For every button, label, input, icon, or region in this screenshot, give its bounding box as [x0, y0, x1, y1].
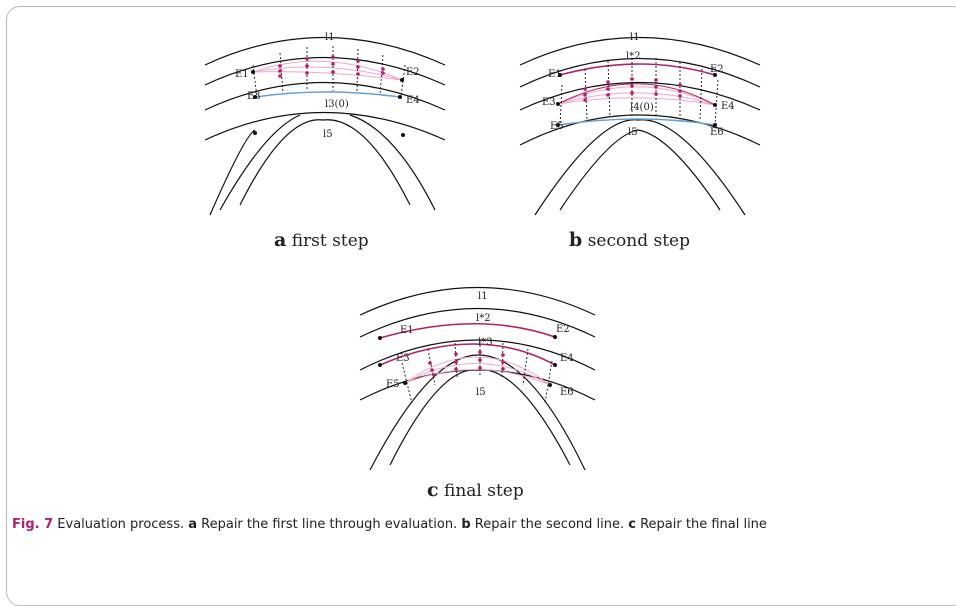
label-l3: l3(0) — [325, 99, 349, 110]
panel-a-caption: a first step — [274, 229, 369, 251]
line-outer-arch — [369, 354, 586, 471]
figure-number: Fig. 7 — [12, 517, 54, 532]
line-l2 — [204, 56, 446, 86]
line-l3 — [519, 81, 761, 111]
candidate-line — [252, 71, 403, 81]
label-e1: E1 — [235, 69, 249, 80]
label-e3: E3 — [542, 97, 556, 108]
repaired-line-l3-0 — [254, 91, 401, 98]
panel-b-title: second step — [587, 231, 690, 251]
line-l5 — [239, 119, 411, 206]
line-l1 — [359, 286, 596, 316]
candidate-line — [557, 97, 716, 106]
panel-a-title: first step — [291, 231, 369, 251]
label-e4: E4 — [406, 95, 420, 106]
label-l2: l*2 — [626, 51, 641, 62]
line-l2-repaired — [559, 63, 716, 76]
label-e5: E5 — [550, 121, 564, 132]
caption-key-b: b — [461, 517, 471, 532]
endpoints — [251, 70, 405, 137]
repaired-line-l4-0 — [557, 118, 716, 126]
label-e4: E4 — [721, 101, 735, 112]
panel-c-diagram: l1 l*2 l*3 l5 E1 E2 E3 E4 E5 E6 — [340, 275, 610, 471]
line-l2-repaired — [379, 322, 556, 339]
line-l5-outer-left — [209, 129, 256, 216]
candidate-line — [557, 92, 716, 106]
label-l4: l4(0) — [630, 102, 654, 113]
line-l2-outer — [519, 57, 761, 88]
label-e6: E6 — [560, 387, 574, 398]
line-l1 — [204, 36, 446, 66]
label-e1: E1 — [400, 325, 414, 336]
caption-text-3: Repair the second line. — [470, 517, 629, 532]
line-l4 — [204, 111, 446, 141]
label-e5: E5 — [386, 379, 400, 390]
line-l3 — [204, 81, 446, 111]
panel-c-letter: c — [427, 479, 439, 501]
label-e6: E6 — [710, 127, 724, 138]
candidate-line — [404, 356, 551, 386]
label-l5: l5 — [323, 129, 333, 140]
figure-caption: Fig. 7 Evaluation process. a Repair the … — [12, 516, 942, 534]
endpoints — [378, 335, 557, 387]
candidate-line — [252, 66, 403, 81]
candidate-line — [404, 369, 551, 386]
label-l5: l5 — [628, 127, 638, 138]
panel-b-diagram: l1 l*2 l4(0) l5 E1 E2 E3 E4 E5 E6 — [510, 25, 761, 220]
line-l5 — [389, 369, 571, 466]
sample-points — [278, 55, 385, 78]
sample-points — [583, 77, 682, 102]
endpoints — [556, 73, 717, 127]
candidate-line — [557, 83, 716, 106]
label-l1: l1 — [325, 32, 335, 43]
line-l1 — [519, 36, 761, 66]
label-e2: E2 — [406, 67, 420, 78]
caption-text-2: Repair the first line through evaluation… — [197, 517, 462, 532]
label-e3: E3 — [247, 91, 261, 102]
label-e2: E2 — [710, 64, 724, 75]
panel-b-letter: b — [569, 229, 583, 251]
panel-a-letter: a — [274, 229, 287, 251]
panel-c-caption: c final step — [427, 479, 524, 501]
label-l2: l*2 — [476, 313, 491, 324]
line-l5 — [534, 119, 746, 216]
line-l3-outer — [359, 339, 596, 371]
label-e2: E2 — [556, 324, 570, 335]
line-l5-right — [349, 114, 436, 211]
panel-c-title: final step — [443, 481, 524, 501]
label-l5: l5 — [476, 387, 486, 398]
line-l4-outer — [519, 114, 761, 146]
candidate-line — [557, 86, 716, 106]
sample-points — [428, 350, 505, 377]
label-l1: l1 — [478, 291, 488, 302]
label-e3: E3 — [396, 353, 410, 364]
label-l1: l1 — [630, 32, 640, 43]
caption-text-1: Evaluation process. — [53, 517, 189, 532]
line-l5-inner — [559, 129, 721, 211]
label-e4: E4 — [560, 353, 574, 364]
candidate-line — [404, 363, 551, 386]
panel-b-caption: b second step — [569, 229, 690, 251]
line-l3-repaired — [379, 343, 556, 366]
label-e1: E1 — [548, 69, 562, 80]
label-l3: l*3 — [478, 337, 493, 348]
caption-key-c: c — [628, 517, 636, 532]
caption-key-a: a — [188, 517, 198, 532]
line-l5-left — [219, 114, 301, 211]
line-l2-outer — [359, 307, 596, 338]
caption-text-4: Repair the final line — [635, 517, 767, 532]
panel-a-diagram: l1 l3(0) l5 E1 E2 E3 E4 — [195, 25, 446, 220]
